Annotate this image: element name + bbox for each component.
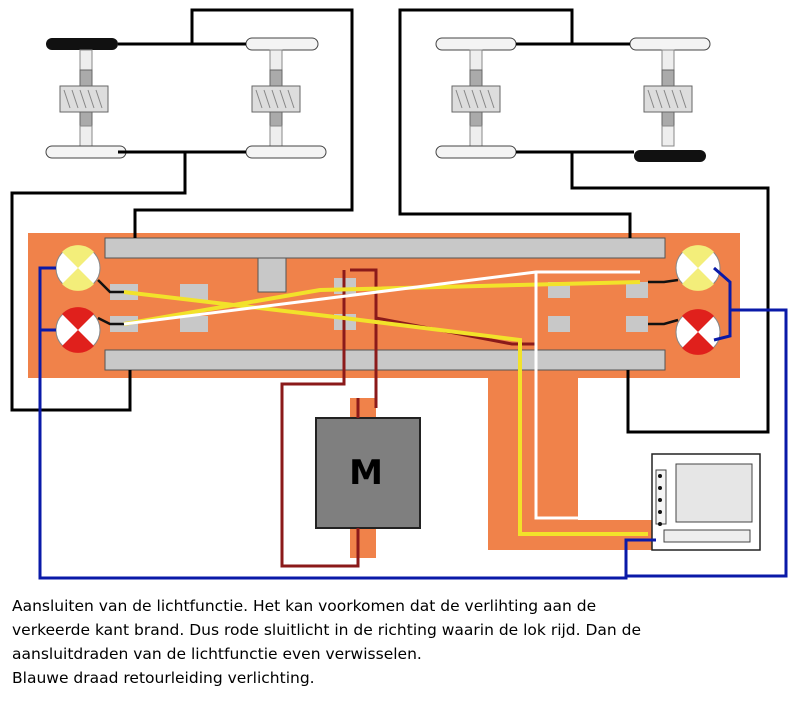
bogie-right bbox=[435, 37, 711, 162]
caption-line-4: Blauwe draad retourleiding verlichting. bbox=[12, 669, 315, 687]
wheelset-left-1 bbox=[45, 38, 127, 159]
wheelset-right-2 bbox=[629, 37, 711, 162]
lamp-front-right bbox=[675, 245, 721, 291]
caption-line-1: Aansluiten van de lichtfunctie. Het kan … bbox=[12, 597, 597, 615]
lamp-leads bbox=[97, 278, 679, 326]
lamp-front-left bbox=[55, 245, 101, 291]
motor-label: M bbox=[349, 453, 383, 493]
decoder bbox=[651, 453, 761, 551]
lamp-rear-left bbox=[55, 307, 101, 353]
upper-rail bbox=[104, 237, 666, 293]
yellow-wire bbox=[123, 280, 648, 536]
caption-line-3: aansluitdraden van de lichtfunctie even … bbox=[12, 645, 422, 663]
wheelset-left-2 bbox=[245, 37, 327, 159]
wheelset-right-1 bbox=[435, 37, 517, 159]
caption-line-2: verkeerde kant brand. Dus rode sluitlich… bbox=[12, 621, 642, 639]
bogie-left bbox=[45, 37, 327, 159]
blue-wire bbox=[38, 266, 788, 580]
wiring-diagram: M bbox=[10, 8, 788, 580]
white-wire bbox=[123, 270, 648, 520]
lamp-rear-right bbox=[675, 309, 721, 355]
lower-rail bbox=[104, 349, 666, 371]
black-wires bbox=[10, 8, 770, 434]
caption: Aansluiten van de lichtfunctie. Het kan … bbox=[12, 594, 792, 690]
motor: M bbox=[315, 417, 421, 529]
